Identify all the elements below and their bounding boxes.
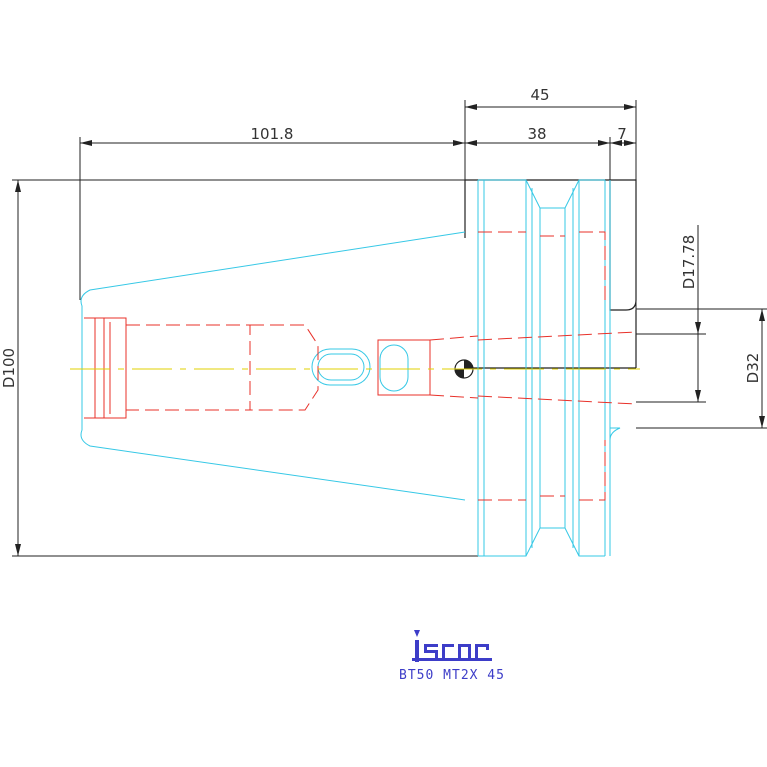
brand-logo [412, 630, 492, 662]
hidden-lines [84, 231, 637, 501]
dim-d32-label: D32 [744, 353, 762, 384]
dim-38-label: 38 [527, 125, 546, 143]
body-outline [454, 179, 637, 379]
dim-45-label: 45 [530, 86, 549, 104]
dim-101-8-label: 101.8 [251, 125, 294, 143]
tool-contour [80, 179, 621, 557]
dimension-lines [12, 100, 767, 557]
part-caption: BT50 MT2X 45 [399, 668, 505, 683]
dim-d17-78-label: D17.78 [680, 235, 698, 290]
dim-7-label: 7 [617, 125, 627, 143]
dim-d100-label: D100 [0, 348, 18, 388]
